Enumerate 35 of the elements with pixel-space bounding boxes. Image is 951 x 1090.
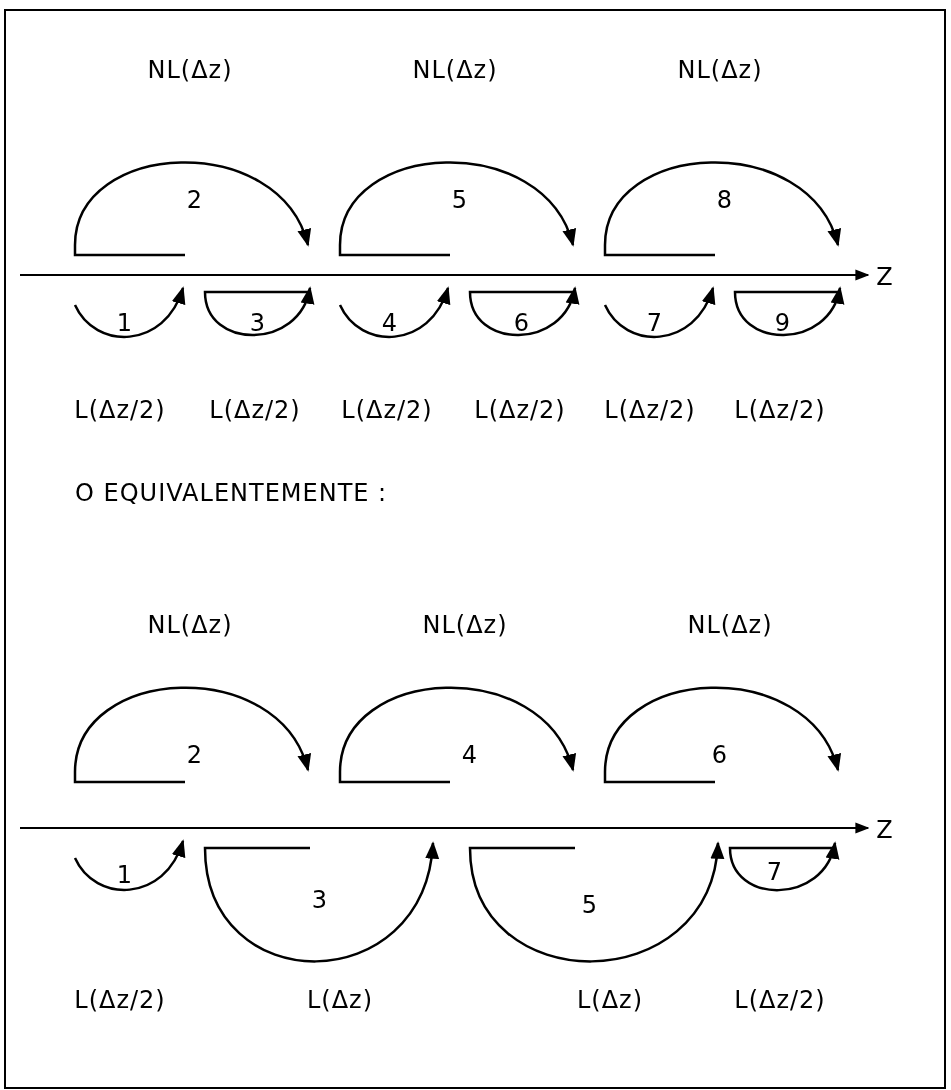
step-label: NL(Δz) bbox=[147, 56, 233, 84]
step-label: L(Δz) bbox=[576, 986, 644, 1014]
step-label: 7 bbox=[766, 858, 784, 886]
step-label: 3 bbox=[249, 309, 267, 337]
step-label: L(Δz/2) bbox=[604, 396, 696, 424]
step-label: 1 bbox=[116, 309, 134, 337]
step-label: L(Δz/2) bbox=[74, 986, 166, 1014]
step-label: 6 bbox=[513, 309, 531, 337]
step-label: L(Δz/2) bbox=[209, 396, 301, 424]
step-label: NL(Δz) bbox=[687, 611, 773, 639]
step-label: 9 bbox=[774, 309, 792, 337]
step-label: 3 bbox=[311, 886, 329, 914]
step-label: L(Δz) bbox=[306, 986, 374, 1014]
step-label: 2 bbox=[186, 186, 204, 214]
step-label: O EQUIVALENTEMENTE : bbox=[75, 479, 388, 507]
step-label: L(Δz/2) bbox=[734, 986, 826, 1014]
step-label: NL(Δz) bbox=[412, 56, 498, 84]
step-label: 4 bbox=[381, 309, 399, 337]
step-label: L(Δz/2) bbox=[74, 396, 166, 424]
step-label: NL(Δz) bbox=[147, 611, 233, 639]
step-label: L(Δz/2) bbox=[474, 396, 566, 424]
step-label: 6 bbox=[711, 741, 729, 769]
step-label: 5 bbox=[581, 891, 599, 919]
step-label: Z bbox=[876, 263, 894, 291]
step-label: NL(Δz) bbox=[422, 611, 508, 639]
step-label: L(Δz/2) bbox=[341, 396, 433, 424]
step-label: 2 bbox=[186, 741, 204, 769]
step-label: L(Δz/2) bbox=[734, 396, 826, 424]
step-label: 7 bbox=[646, 309, 664, 337]
step-label: 8 bbox=[716, 186, 734, 214]
step-label: NL(Δz) bbox=[677, 56, 763, 84]
step-label: Z bbox=[876, 816, 894, 844]
step-label: 4 bbox=[461, 741, 479, 769]
step-label: 5 bbox=[451, 186, 469, 214]
step-label: 1 bbox=[116, 861, 134, 889]
